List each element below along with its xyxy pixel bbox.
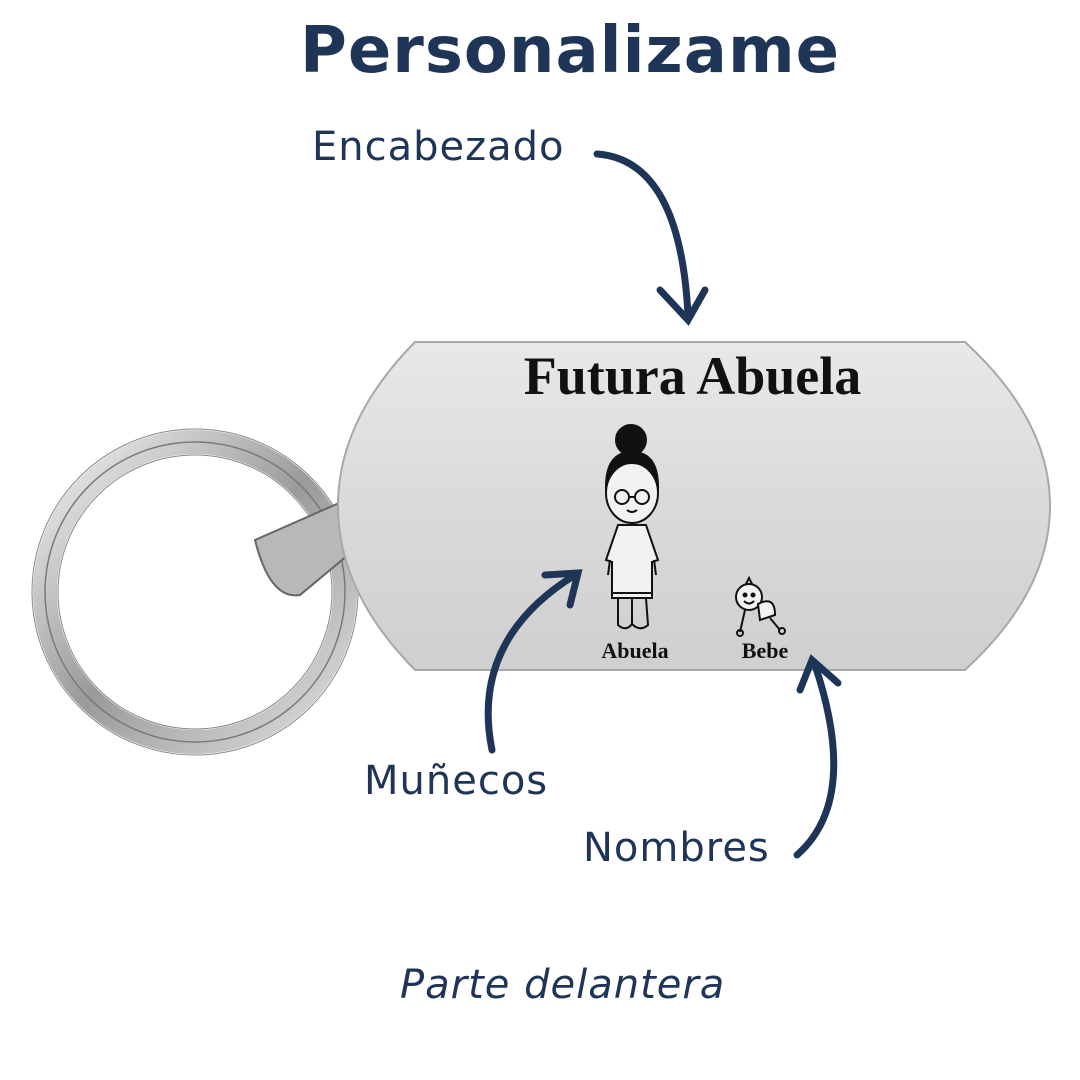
heading-annotation: Encabezado <box>312 124 565 170</box>
figure-name-bebe: Bebe <box>741 638 789 663</box>
page-title: Personalizame <box>299 14 841 88</box>
figures-annotation: Muñecos <box>364 758 549 804</box>
arrow-to-names <box>793 654 842 859</box>
key-ring <box>31 428 359 756</box>
tag-engraved-title: Futura Abuela <box>523 346 862 406</box>
dog-tag-plate <box>336 341 1052 671</box>
crawling-baby-icon <box>735 575 786 637</box>
grandmother-figure-icon <box>604 424 660 630</box>
arrow-to-figures <box>484 569 583 754</box>
figure-name-abuela: Abuela <box>601 638 669 663</box>
view-caption: Parte delantera <box>400 962 726 1008</box>
arrow-to-heading <box>593 150 709 326</box>
names-annotation: Nombres <box>583 825 770 871</box>
